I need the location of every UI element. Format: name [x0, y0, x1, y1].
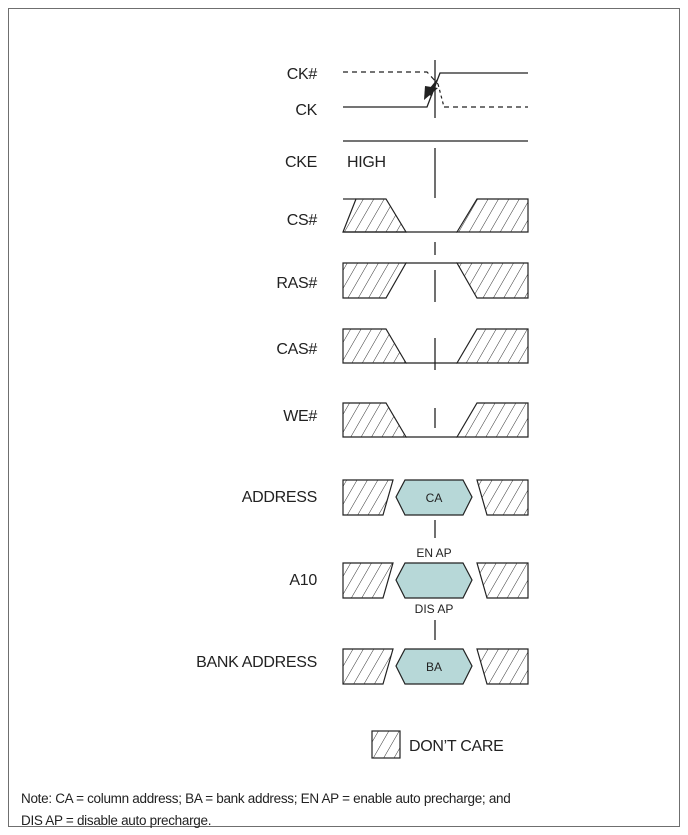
cas-waveform: [342, 328, 529, 364]
label-address: ADDRESS: [242, 489, 317, 506]
cke-level-text: HIGH: [347, 154, 386, 171]
address-value-text: CA: [426, 491, 443, 505]
we-waveform: [342, 402, 529, 438]
cs-waveform: [342, 198, 529, 233]
note-line-2: DIS AP = disable auto precharge.: [21, 813, 212, 828]
dont-care-swatch-icon: [371, 730, 401, 759]
ck-bar-waveform: [343, 71, 528, 108]
a10-dis-ap-text: DIS AP: [415, 602, 454, 616]
bank-address-value-cell: [395, 648, 473, 685]
label-cs: CS#: [287, 212, 318, 229]
a10-value-cell: [395, 562, 473, 599]
legend: DON’T CARE: [371, 730, 504, 759]
dont-care-label: DON’T CARE: [409, 738, 504, 755]
label-a10: A10: [289, 572, 317, 589]
label-ck-bar: CK#: [287, 66, 318, 83]
label-cas: CAS#: [276, 341, 317, 358]
address-waveform: CA: [342, 479, 529, 516]
label-we: WE#: [283, 408, 317, 425]
a10-en-ap-text: EN AP: [416, 546, 451, 560]
label-bank-address: BANK ADDRESS: [196, 654, 317, 671]
a10-waveform: EN AP DIS AP: [342, 546, 529, 616]
bank-address-waveform: BA: [342, 648, 529, 685]
label-cke: CKE: [285, 154, 317, 171]
label-ras: RAS#: [276, 275, 317, 292]
bank-address-value-text: BA: [426, 660, 442, 674]
address-value-cell: [395, 479, 473, 516]
note-line-1: Note: CA = column address; BA = bank add…: [21, 791, 511, 806]
label-ck: CK: [295, 102, 317, 119]
ck-waveform: [343, 72, 528, 108]
ras-waveform: [342, 262, 529, 299]
